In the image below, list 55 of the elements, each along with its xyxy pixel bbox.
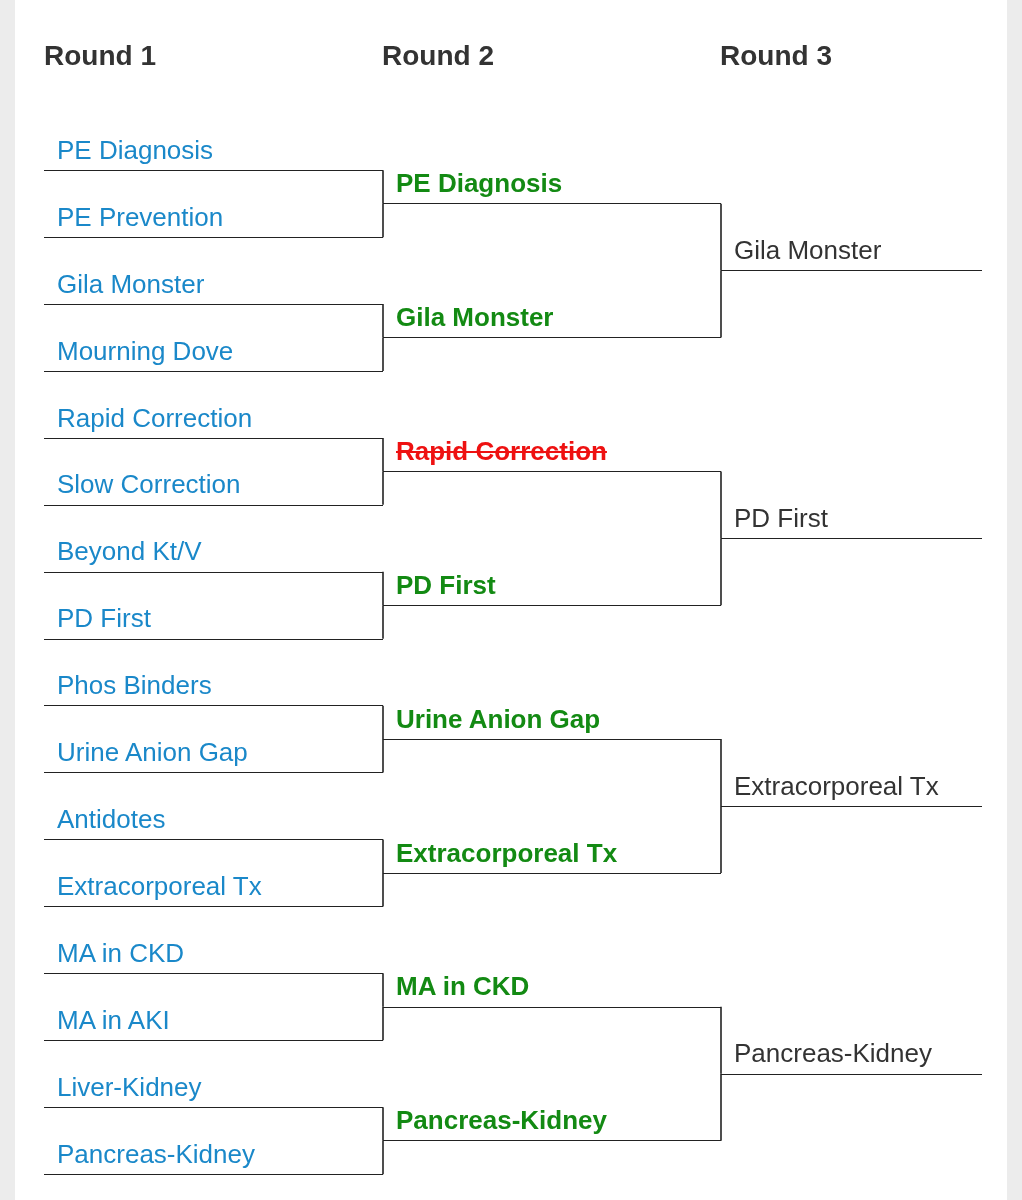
bracket-line: [382, 604, 384, 640]
entry-name: Gila Monster: [396, 302, 554, 334]
bracket-line: [382, 872, 384, 908]
entry-name: Rapid Correction: [57, 402, 253, 434]
entry-name: Extracorporeal Tx: [396, 837, 618, 869]
bracket-line: [720, 738, 722, 807]
entry-name: PD First: [396, 569, 496, 602]
entry-name: Pancreas-Kidney: [57, 1138, 255, 1170]
entry-name: Urine Anion Gap: [396, 703, 601, 735]
bracket-line: [382, 1106, 384, 1142]
bracket-line: [382, 838, 384, 874]
bracket-line: [382, 972, 384, 1008]
bracket-line: [720, 1072, 722, 1142]
entry-name: Beyond Kt/V: [57, 536, 202, 568]
bracket-line: [382, 470, 384, 506]
entry-name: MA in CKD: [57, 937, 185, 970]
entry-name: Extracorporeal Tx: [734, 770, 939, 802]
entry-name: Phos Binders: [57, 670, 212, 702]
bracket-line: [382, 1139, 384, 1175]
entry-name: Liver-Kidney: [57, 1071, 202, 1103]
entry-name: MA in AKI: [57, 1004, 170, 1037]
bracket-line: [382, 303, 384, 339]
bracket-line: [720, 805, 722, 874]
bracket-line: [382, 336, 384, 372]
bracket-line: [382, 437, 384, 473]
bracket-line: [382, 704, 384, 740]
bracket-line: [720, 537, 722, 607]
entry-name: Pancreas-Kidney: [734, 1038, 932, 1070]
entry-name: Extracorporeal Tx: [57, 871, 262, 903]
entry-name: Urine Anion Gap: [57, 737, 248, 769]
entry-name: Slow Correction: [57, 469, 241, 501]
entry-name: Gila Monster: [57, 268, 205, 300]
entry-name: Pancreas-Kidney: [396, 1105, 607, 1137]
bracket-line: [720, 1006, 722, 1075]
entry-name: MA in CKD: [396, 971, 530, 1003]
bracket-line: [720, 202, 722, 272]
round-heading: Round 3: [720, 40, 832, 72]
entry-name: Mourning Dove: [57, 335, 234, 367]
round-heading: Round 1: [44, 40, 156, 72]
entry-name: PE Diagnosis: [57, 134, 214, 166]
bracket-line: [382, 738, 384, 774]
bracket-line: [382, 1006, 384, 1042]
bracket-line: [720, 269, 722, 339]
entry-name: Antidotes: [57, 804, 166, 836]
entry-name: PE Prevention: [57, 201, 224, 233]
entry-name: Rapid Correction: [396, 436, 607, 468]
bracket-line: [720, 470, 722, 540]
entry-name: PD First: [57, 603, 151, 635]
entry-name: PD First: [734, 502, 828, 535]
bracket-line: [382, 169, 384, 205]
bracket-line: [382, 571, 384, 607]
bracket-line: [382, 202, 384, 238]
round-heading: Round 2: [382, 40, 494, 72]
entry-name: Gila Monster: [734, 235, 882, 267]
entry-name: PE Diagnosis: [396, 168, 563, 200]
